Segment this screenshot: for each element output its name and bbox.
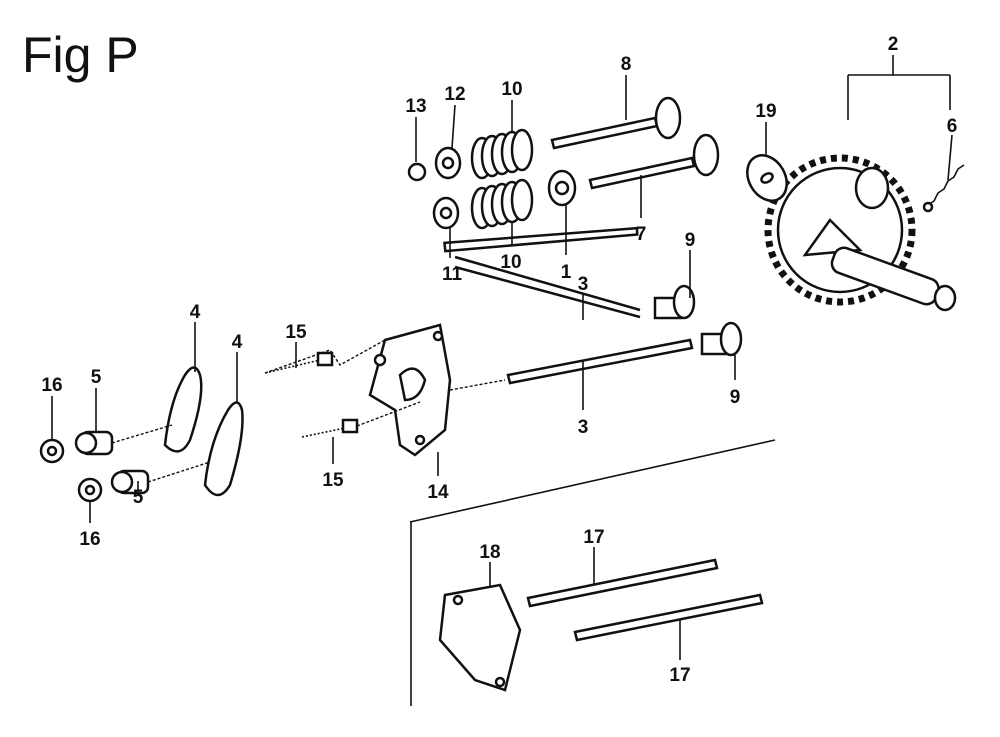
valve-spring-upper	[470, 128, 534, 180]
callout-16-upper: 16	[41, 375, 62, 396]
rocker-arms	[163, 366, 244, 497]
pivot-bolts	[264, 351, 359, 438]
valve-spring-lower	[470, 178, 534, 230]
callout-17-upper: 17	[583, 527, 604, 548]
callout-2: 2	[888, 34, 899, 55]
pushrods	[443, 226, 694, 385]
camshaft-gear	[764, 154, 957, 312]
figure-title: Fig P	[22, 27, 139, 83]
leader-lines	[51, 55, 953, 660]
callout-16-lower: 16	[79, 529, 100, 550]
callout-9-lower: 9	[730, 387, 741, 408]
decompressor-spring	[922, 164, 965, 213]
callout-19: 19	[755, 101, 776, 122]
callout-1: 1	[561, 262, 572, 283]
callout-4-right: 4	[232, 332, 243, 353]
callout-17-lower: 17	[669, 665, 690, 686]
pushrods-alt	[526, 558, 764, 642]
callout-6: 6	[947, 116, 958, 137]
pushrod-guide-plate	[368, 323, 452, 457]
callout-10-upper: 10	[501, 79, 522, 100]
intake-valve	[588, 133, 720, 190]
callout-5-upper: 5	[91, 367, 102, 388]
valve-retainers	[407, 146, 577, 230]
callout-14: 14	[427, 482, 449, 503]
callout-13: 13	[405, 96, 426, 117]
callout-labels: 2 6 19 8 13 12 10 10 11 1 7 9 9 3 3 4 4 …	[41, 34, 957, 686]
exhaust-valve	[550, 96, 682, 150]
callout-9-upper: 9	[685, 230, 696, 251]
callout-15-lower: 15	[322, 470, 344, 491]
guide-plate-alt	[438, 583, 522, 692]
callout-18: 18	[479, 542, 500, 563]
callout-3-lower: 3	[578, 417, 589, 438]
callout-4-left: 4	[190, 302, 201, 323]
callout-12: 12	[444, 84, 465, 105]
callout-15-upper: 15	[285, 322, 307, 343]
callout-10-lower: 10	[500, 252, 521, 273]
section-divider	[409, 439, 776, 706]
callout-11: 11	[442, 264, 463, 285]
callout-8: 8	[621, 54, 632, 75]
tappets	[653, 284, 743, 357]
callout-3-upper: 3	[578, 274, 589, 295]
washer	[746, 154, 788, 202]
callout-5-lower: 5	[133, 487, 144, 508]
pivots-and-nuts	[39, 430, 150, 503]
callout-7: 7	[636, 224, 647, 245]
